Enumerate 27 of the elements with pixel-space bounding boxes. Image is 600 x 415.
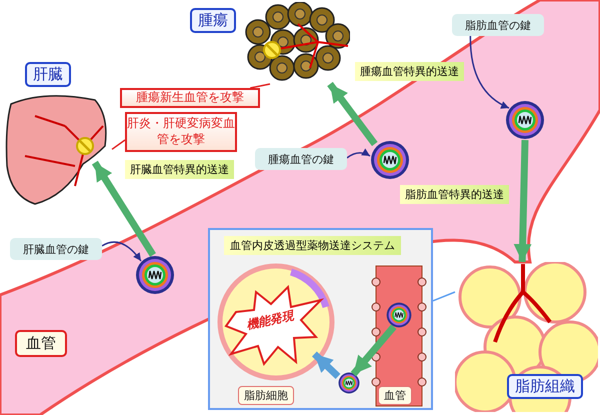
key-label: 肝臓血管の鍵: [10, 238, 102, 260]
callout-box: 肝炎・肝硬変病変血管を攻撃: [125, 112, 237, 152]
cell-label: 脂肪細胞: [238, 386, 294, 405]
edge-label: 脂肪血管特異的送達: [400, 185, 509, 204]
block-arrow: [327, 82, 378, 146]
vessel-label: 血管: [15, 330, 67, 357]
organ-label: 腫瘍: [190, 8, 236, 33]
pointer-arrow: [470, 36, 510, 109]
key-label: 腫瘍血管の鍵: [255, 148, 347, 170]
leader-line: [112, 139, 126, 150]
edge-label: 腫瘍血管特異的送達: [355, 62, 464, 81]
edge-label: 肝臓血管特異的送達: [125, 160, 234, 179]
inset-panel: [208, 228, 433, 410]
block-arrow: [92, 160, 156, 257]
pointer-arrow: [346, 148, 370, 158]
block-arrow: [312, 351, 340, 379]
pointer-arrow: [102, 241, 142, 262]
panel-title: 血管内皮透過型薬物送達システム: [224, 236, 401, 255]
callout-box: 腫瘍新生血管を攻撃: [120, 88, 260, 108]
vessel-label: 血管: [378, 386, 412, 405]
leader-line: [432, 291, 456, 302]
organ-label: 肝臓: [25, 62, 71, 87]
burst-text: 機能発現: [244, 307, 296, 334]
block-arrow: [514, 140, 532, 262]
organ-label: 脂肪組織: [507, 374, 583, 399]
leader-line: [250, 83, 270, 89]
key-label: 脂肪血管の鍵: [452, 14, 544, 36]
